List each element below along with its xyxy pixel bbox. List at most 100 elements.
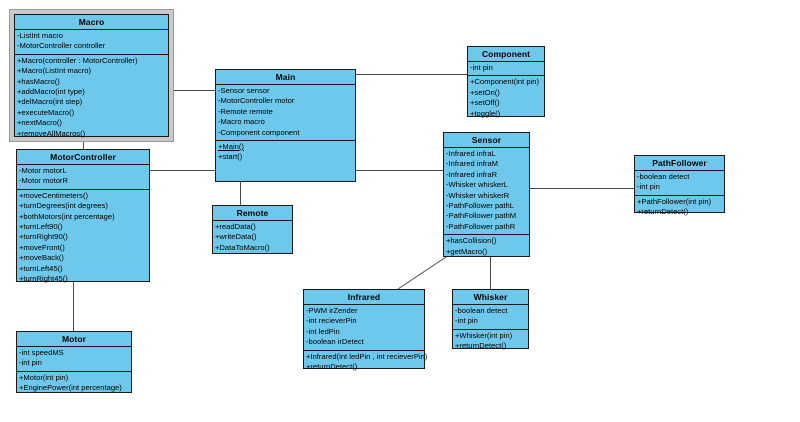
class-title-infrared: Infrared: [304, 290, 424, 305]
class-method: +Infrared(int ledPin , int recieverPin): [306, 351, 428, 361]
class-attribute: -Remote remote: [218, 106, 273, 116]
class-title-component: Component: [468, 47, 544, 62]
class-attributes-motorcontroller: -Motor motorL -Motor motorR: [17, 165, 149, 190]
class-method: +Component(int pin): [470, 77, 540, 87]
class-method: +Main(): [218, 142, 244, 152]
class-box-main[interactable]: Main -Sensor sensor -MotorController mot…: [215, 69, 356, 182]
class-title-main: Main: [216, 70, 355, 85]
connector-sensor-pathfollower: [530, 188, 635, 189]
class-methods-remote: +readData() +writeData() +DataToMacro(): [213, 221, 292, 255]
connector-macro-motorcontroller: [83, 137, 84, 150]
class-attributes-whisker: -boolean detect -int pin: [453, 305, 528, 330]
class-method: +EnginePower(int percentage): [19, 383, 122, 393]
class-attribute: -Whisker whiskerR: [446, 190, 510, 200]
class-attributes-macro: -ListInt macro -MotorController controll…: [15, 30, 168, 55]
class-method: +PathFollower(int pin): [637, 196, 712, 206]
class-method: +returnDetect(): [637, 207, 689, 217]
class-method: +returnDetect(): [306, 362, 358, 372]
class-attribute: -MotorController controller: [17, 41, 106, 51]
class-methods-main: +Main() +start(): [216, 141, 355, 165]
connector-sensor-whisker: [490, 257, 491, 290]
class-attribute: -PathFollower pathM: [446, 211, 517, 221]
class-attributes-sensor: -Infrared infraL -Infrared infraM -Infra…: [444, 148, 529, 236]
class-method: +start(): [218, 152, 243, 162]
class-method: +moveFront(): [19, 242, 65, 252]
connector-macro-main: [169, 90, 216, 91]
class-attribute: -int pin: [637, 182, 660, 192]
class-method: +writeData(): [215, 232, 257, 242]
class-attribute: -boolean detect: [455, 306, 508, 315]
class-method: +toggle(): [470, 108, 501, 118]
class-method: +hasMacro(): [17, 76, 60, 86]
class-method: +addMacro(int type): [17, 87, 85, 97]
class-method: +returnDetect(): [455, 341, 507, 351]
class-methods-macro: +Macro(controller : MotorController) +Ma…: [15, 55, 168, 141]
class-method: +setOff(): [470, 98, 500, 108]
class-attributes-motor: -int speedMS -int pin: [17, 347, 131, 372]
class-attribute: -boolean irDetect: [306, 337, 364, 347]
class-attribute: -Infrared infraM: [446, 159, 498, 169]
class-method: +nextMacro(): [17, 118, 62, 128]
class-methods-pathfollower: +PathFollower(int pin) +returnDetect(): [635, 196, 724, 220]
class-attribute: -Whisker whiskerL: [446, 180, 509, 190]
class-method: +Macro(ListInt macro): [17, 66, 92, 76]
class-method: +turnRight90(): [19, 232, 68, 242]
class-attribute: -MotorController motor: [218, 96, 295, 106]
class-method: +turnDegrees(int degrees): [19, 201, 108, 211]
class-attribute: -int pin: [455, 316, 478, 326]
class-attribute: -Sensor sensor: [218, 86, 270, 95]
class-box-component[interactable]: Component -int pin +Component(int pin) +…: [467, 46, 545, 118]
class-attribute: -int speedMS: [19, 348, 64, 357]
class-attribute: -int pin: [19, 358, 42, 368]
connector-main-component: [356, 74, 468, 75]
class-method: +turnLeft45(): [19, 263, 63, 273]
class-attribute: -Motor motorR: [19, 176, 68, 186]
class-title-whisker: Whisker: [453, 290, 528, 305]
class-title-macro: Macro: [15, 15, 168, 30]
class-method: +getMacro(): [446, 246, 488, 256]
class-box-macro[interactable]: Macro -ListInt macro -MotorController co…: [14, 14, 169, 138]
class-title-motorcontroller: MotorController: [17, 150, 149, 165]
class-box-whisker[interactable]: Whisker -boolean detect -int pin +Whiske…: [452, 289, 529, 350]
class-box-motor[interactable]: Motor -int speedMS -int pin +Motor(int p…: [16, 331, 132, 393]
class-method: +Motor(int pin): [19, 372, 69, 382]
class-method: +turnRight45(): [19, 274, 68, 284]
class-box-infrared[interactable]: Infrared -PWM irZender -int recieverPin …: [303, 289, 427, 371]
class-methods-motor: +Motor(int pin) +EnginePower(int percent…: [17, 372, 131, 396]
connector-motorcontroller-main: [150, 170, 216, 171]
class-attribute: -Component component: [218, 127, 300, 137]
class-box-pathfollower[interactable]: PathFollower -boolean detect -int pin +P…: [634, 155, 725, 216]
connector-main-sensor: [356, 170, 444, 171]
class-box-sensor[interactable]: Sensor -Infrared infraL -Infrared infraM…: [443, 132, 530, 257]
class-methods-motorcontroller: +moveCentimeters() +turnDegrees(int degr…: [17, 190, 149, 287]
class-attribute: -Infrared infraR: [446, 169, 498, 179]
class-attribute: -PathFollower pathR: [446, 221, 516, 231]
class-title-motor: Motor: [17, 332, 131, 347]
class-box-motorcontroller[interactable]: MotorController -Motor motorL -Motor mot…: [16, 149, 150, 283]
class-attribute: -int ledPin: [306, 326, 340, 336]
class-box-remote[interactable]: Remote +readData() +writeData() +DataToM…: [212, 205, 293, 254]
class-method: +setOn(): [470, 87, 500, 97]
class-attribute: -Motor motorL: [19, 166, 67, 175]
class-method: +turnLeft90(): [19, 222, 63, 232]
class-attributes-component: -int pin: [468, 62, 544, 77]
class-methods-sensor: +hasCollision() +getMacro(): [444, 235, 529, 259]
class-attributes-main: -Sensor sensor -MotorController motor -R…: [216, 85, 355, 142]
class-method: +Macro(controller : MotorController): [17, 55, 138, 65]
class-attribute: -ListInt macro: [17, 31, 63, 40]
class-title-sensor: Sensor: [444, 133, 529, 148]
class-attribute: -Macro macro: [218, 117, 265, 127]
class-method: +hasCollision(): [446, 236, 497, 246]
class-methods-infrared: +Infrared(int ledPin , int recieverPin) …: [304, 351, 428, 375]
class-methods-component: +Component(int pin) +setOn() +setOff() +…: [468, 76, 544, 121]
class-methods-whisker: +Whisker(int pin) +returnDetect(): [453, 330, 528, 354]
connector-main-remote: [240, 182, 241, 206]
class-attribute: -int recieverPin: [306, 316, 357, 326]
class-attribute: -PWM irZender: [306, 306, 358, 315]
class-method: +removeAllMacros(): [17, 128, 86, 138]
class-title-remote: Remote: [213, 206, 292, 221]
class-attribute: -int pin: [470, 63, 493, 72]
class-method: +executeMacro(): [17, 107, 75, 117]
